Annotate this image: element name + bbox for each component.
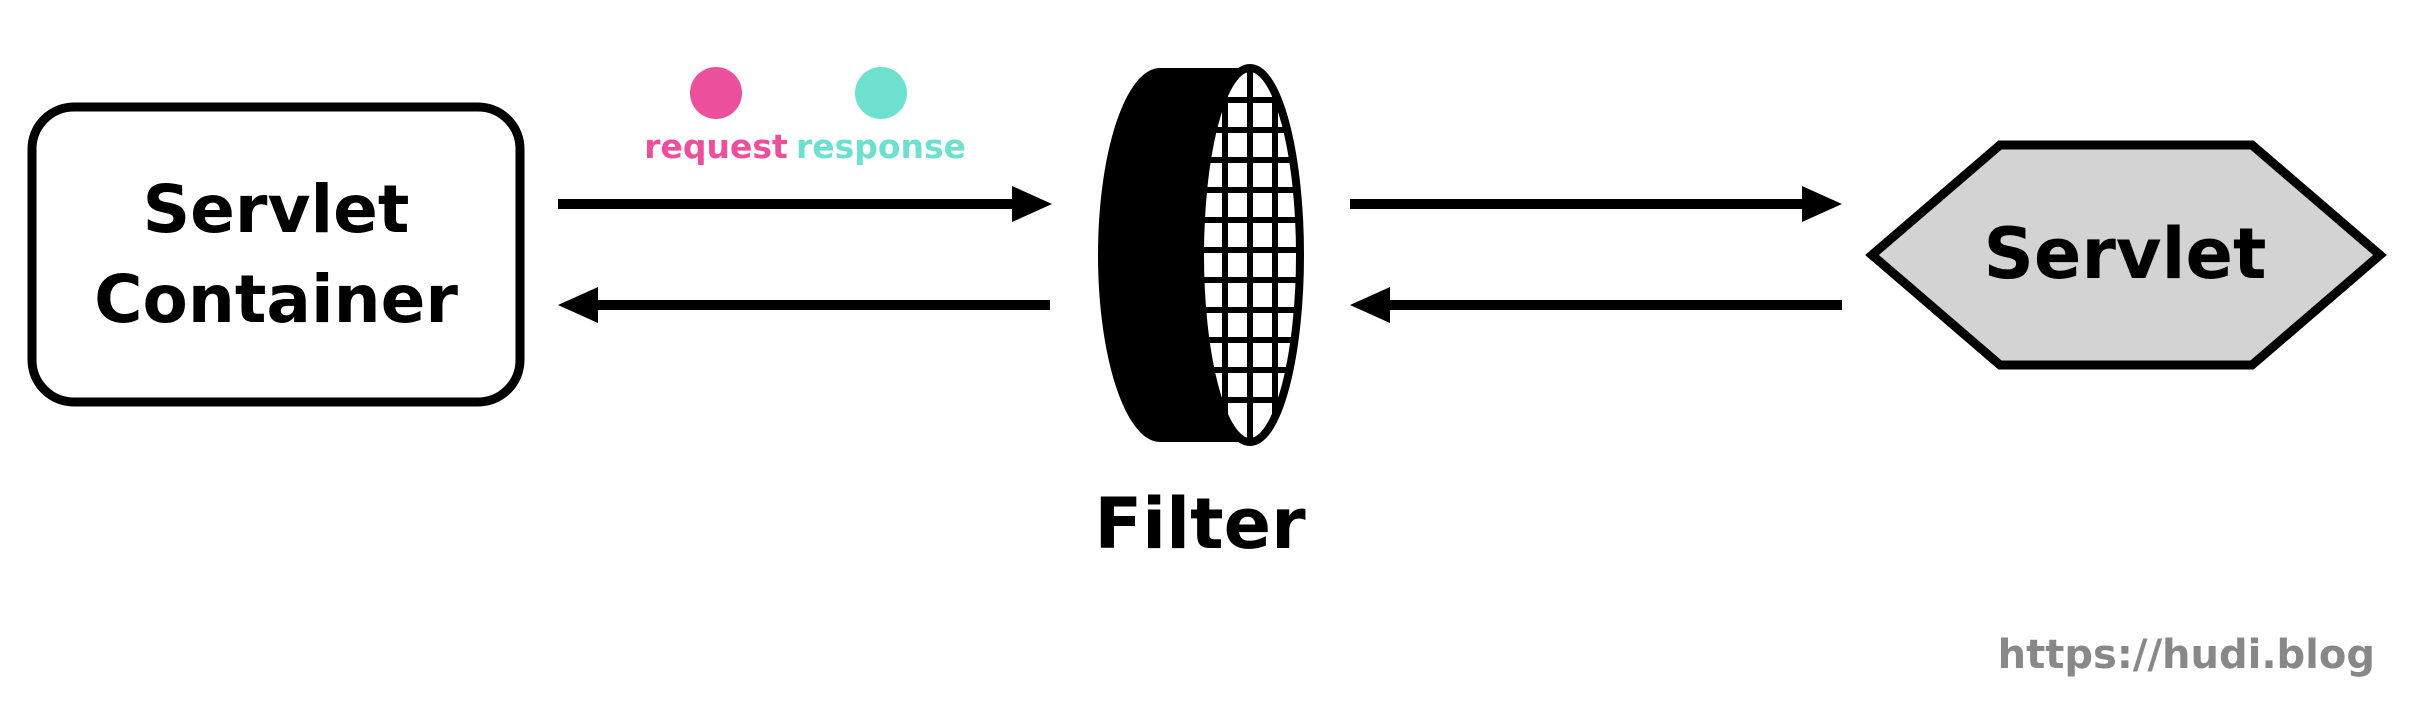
watermark: https://hudi.blog (1998, 632, 2375, 678)
servlet-node: Servlet (1865, 140, 2387, 370)
filter-label: Filter (1094, 483, 1306, 565)
servlet-label: Servlet (1984, 213, 2267, 295)
response-label: response (796, 127, 966, 166)
servlet-container-node: Servlet Container (27, 102, 525, 407)
filter-to-container-arrow (558, 287, 1050, 323)
servlet-to-filter-arrow (1350, 287, 1842, 323)
filter-to-servlet-arrow (1350, 186, 1842, 222)
filter-node: Filter (1094, 64, 1306, 565)
filter-face-outline (1196, 64, 1304, 446)
servlet-container-label-line1: Servlet (143, 171, 410, 248)
servlet-container-label-line2: Container (94, 261, 458, 338)
container-to-filter-arrow (558, 186, 1052, 222)
legend: request response (644, 67, 966, 166)
request-label: request (644, 127, 788, 166)
servlet-container-box (27, 102, 525, 407)
request-dot (690, 67, 742, 119)
servlet-hexagon (1865, 140, 2387, 370)
response-dot (855, 67, 907, 119)
